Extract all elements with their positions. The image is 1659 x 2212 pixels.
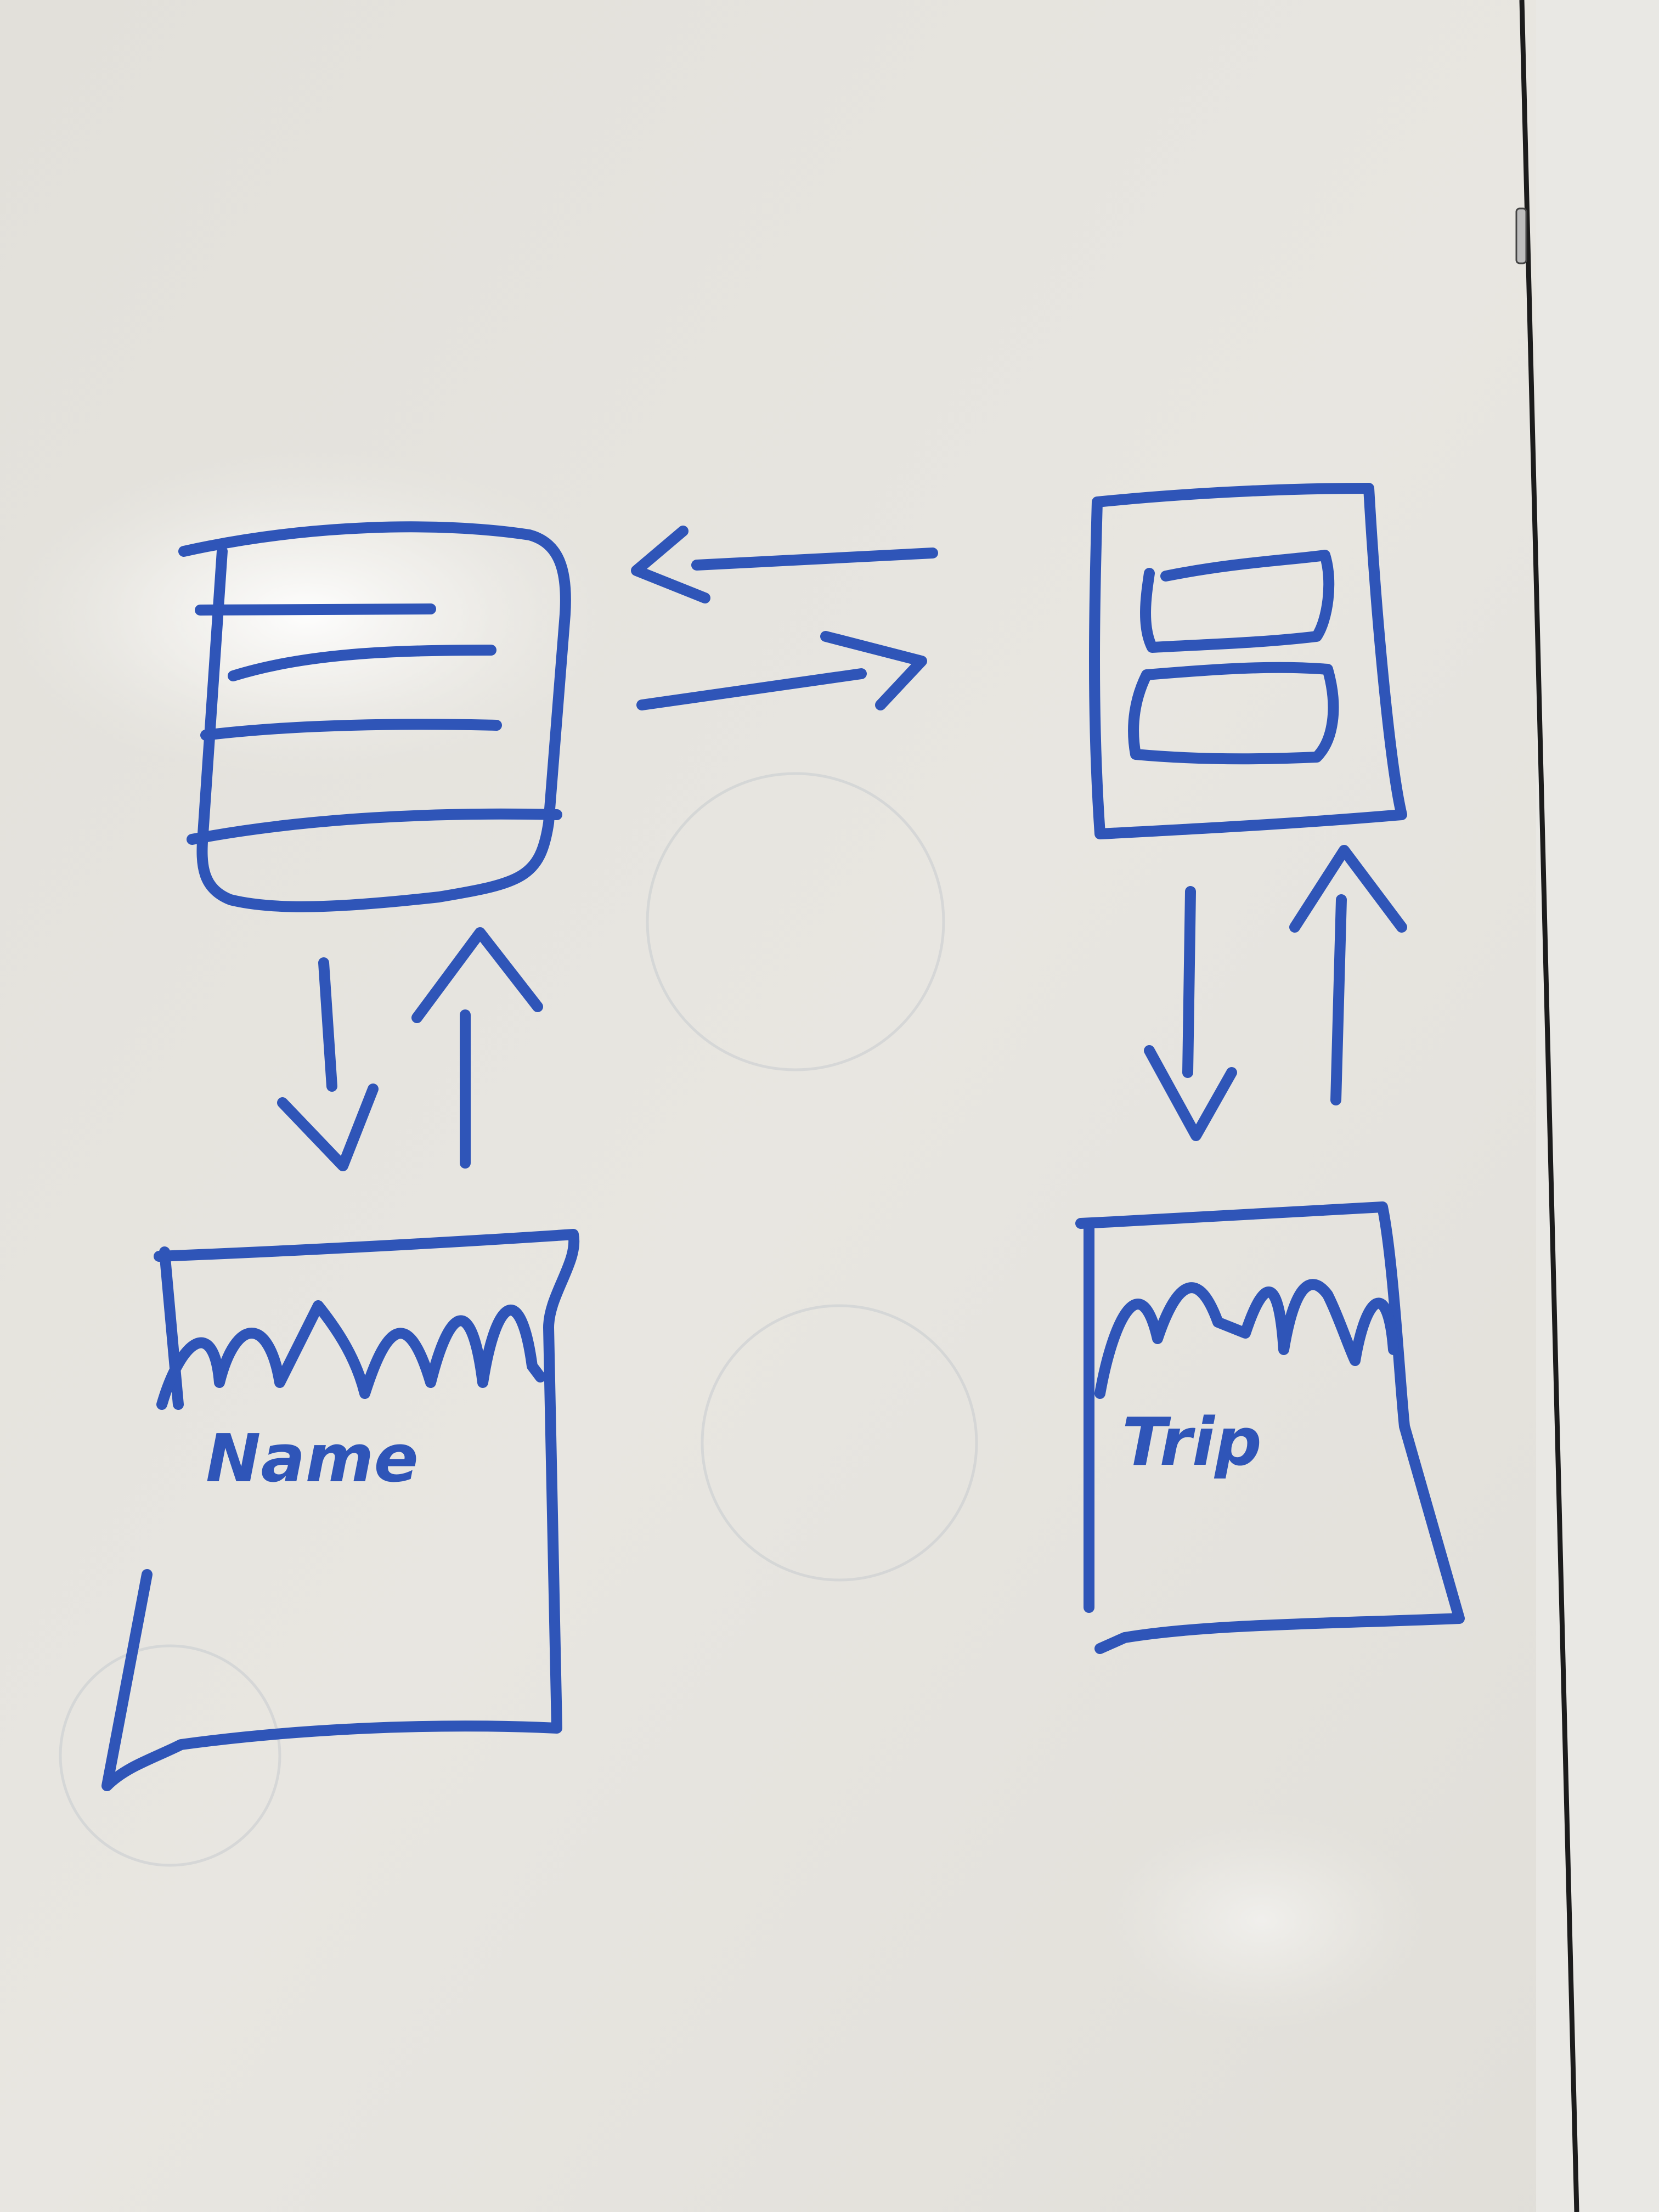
profile-name-label: Name [206,1421,419,1497]
board-frame-edge [1519,0,1579,2212]
card-list-screen-sketch [1089,483,1407,839]
card-item [1128,662,1339,765]
list-screen-sketch [178,521,571,912]
list-row-line [187,808,562,845]
erased-mark [701,1304,978,1582]
list-screen-frame [178,521,571,912]
trip-name-label: Trip [1122,1404,1262,1481]
profile-detail-screen-sketch: Name [101,1229,580,1791]
profile-detail-frame [101,1229,580,1791]
card-item [1140,550,1335,653]
nav-arrow-right [636,631,927,710]
board-frame-right [1536,0,1659,2212]
mountain-photo-icon [156,1300,546,1410]
nav-arrow-down [1144,886,1237,1141]
erased-mark [646,772,945,1071]
nav-arrow-up [1289,845,1407,1105]
erased-mark [59,1644,281,1867]
trip-detail-screen-sketch: Trip [1075,1201,1465,1654]
card-list-screen-frame [1089,483,1407,839]
nav-arrow-left [631,526,938,603]
frame-clip [1515,207,1527,264]
light-glare-small [1097,1810,1426,2030]
mountain-photo-icon [1094,1279,1399,1399]
list-row-line [200,719,502,741]
list-row-line [228,645,496,681]
list-row-line [195,603,436,616]
nav-arrow-down [277,957,379,1171]
nav-arrow-up [411,927,543,1169]
